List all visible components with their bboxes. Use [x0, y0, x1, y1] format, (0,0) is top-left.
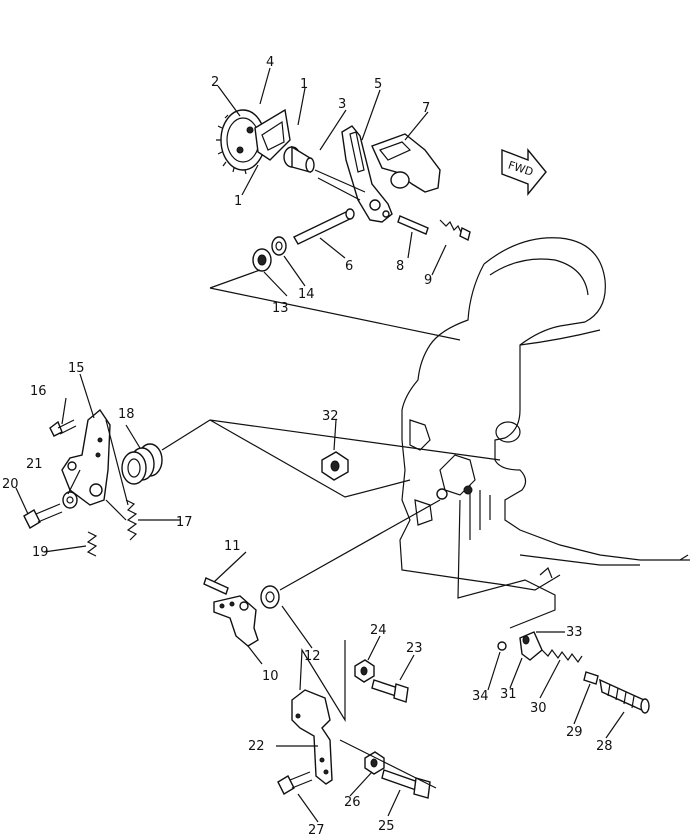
callout-15: 15	[68, 361, 85, 376]
callout-32: 32	[322, 409, 339, 424]
callout-11: 11	[224, 539, 241, 554]
bolt-part-16	[49, 419, 77, 437]
reference-line	[299, 640, 437, 789]
engine-block	[399, 237, 690, 591]
lever-part-7	[371, 133, 441, 193]
pin-part-11	[203, 577, 229, 595]
knob-part-28	[599, 678, 650, 714]
callout-16: 16	[30, 384, 47, 399]
spring-part-9	[439, 219, 471, 242]
callout-24: 24	[370, 623, 387, 638]
callout-2: 2	[211, 75, 219, 90]
callout-23: 23	[406, 641, 423, 656]
leader-lines	[15, 67, 625, 823]
nut-part-26	[364, 751, 385, 775]
callout-30: 30	[530, 701, 547, 716]
callout-28: 28	[596, 739, 613, 754]
bolt-part-27	[277, 771, 313, 795]
spring-part-17	[125, 499, 138, 541]
reference-line	[209, 169, 461, 341]
callout-22: 22	[248, 739, 265, 754]
callout-12: 12	[304, 649, 321, 664]
callout-7: 7	[422, 101, 430, 116]
callout-1-top: 1	[300, 77, 308, 92]
callout-9: 9	[424, 273, 432, 288]
callout-4: 4	[266, 55, 274, 70]
callout-21: 21	[26, 457, 43, 472]
washer-part-21	[62, 491, 78, 509]
callout-18: 18	[118, 407, 135, 422]
callout-20: 20	[2, 477, 19, 492]
gear-part-2	[216, 109, 266, 175]
pin-part-34	[497, 641, 507, 651]
bracket-part-1	[254, 108, 291, 161]
callout-13: 13	[272, 301, 289, 316]
callout-25: 25	[378, 819, 395, 834]
shaft-part-3	[283, 145, 315, 173]
callout-5: 5	[374, 77, 382, 92]
bolt-part-25	[381, 769, 431, 799]
callout-27: 27	[308, 823, 325, 836]
callout-33: 33	[566, 625, 583, 640]
callout-31: 31	[500, 687, 517, 702]
callout-3: 3	[338, 97, 346, 112]
spring-part-18	[121, 443, 163, 485]
washer-part-12	[260, 585, 280, 609]
bolt-part-23	[371, 679, 409, 703]
callout-6: 6	[345, 259, 353, 274]
callout-8: 8	[396, 259, 404, 274]
bolt-part-20	[23, 503, 63, 529]
callout-29: 29	[566, 725, 583, 740]
lever-part-10	[213, 595, 259, 647]
spring-part-19	[86, 531, 98, 557]
pin-part-8	[397, 215, 429, 235]
callout-14: 14	[298, 287, 315, 302]
callout-19: 19	[32, 545, 49, 560]
nut-part-32	[321, 451, 349, 481]
reference-line	[279, 499, 556, 629]
housing-part-31	[519, 631, 543, 661]
bracket-part-22	[291, 689, 333, 785]
washer-part-14	[271, 236, 287, 256]
callout-1-bottom: 1	[234, 194, 242, 209]
callout-17: 17	[176, 515, 193, 530]
spring-part-30	[541, 648, 583, 664]
callout-34: 34	[472, 689, 489, 704]
rod-part-6	[293, 208, 355, 245]
reference-line	[105, 419, 501, 521]
forward-arrow-icon: FWD	[501, 148, 547, 196]
callout-10: 10	[262, 669, 279, 684]
bushing-part-13	[252, 248, 272, 272]
plunger-part-29	[583, 671, 599, 685]
callout-26: 26	[344, 795, 361, 810]
nut-part-24	[354, 659, 375, 683]
